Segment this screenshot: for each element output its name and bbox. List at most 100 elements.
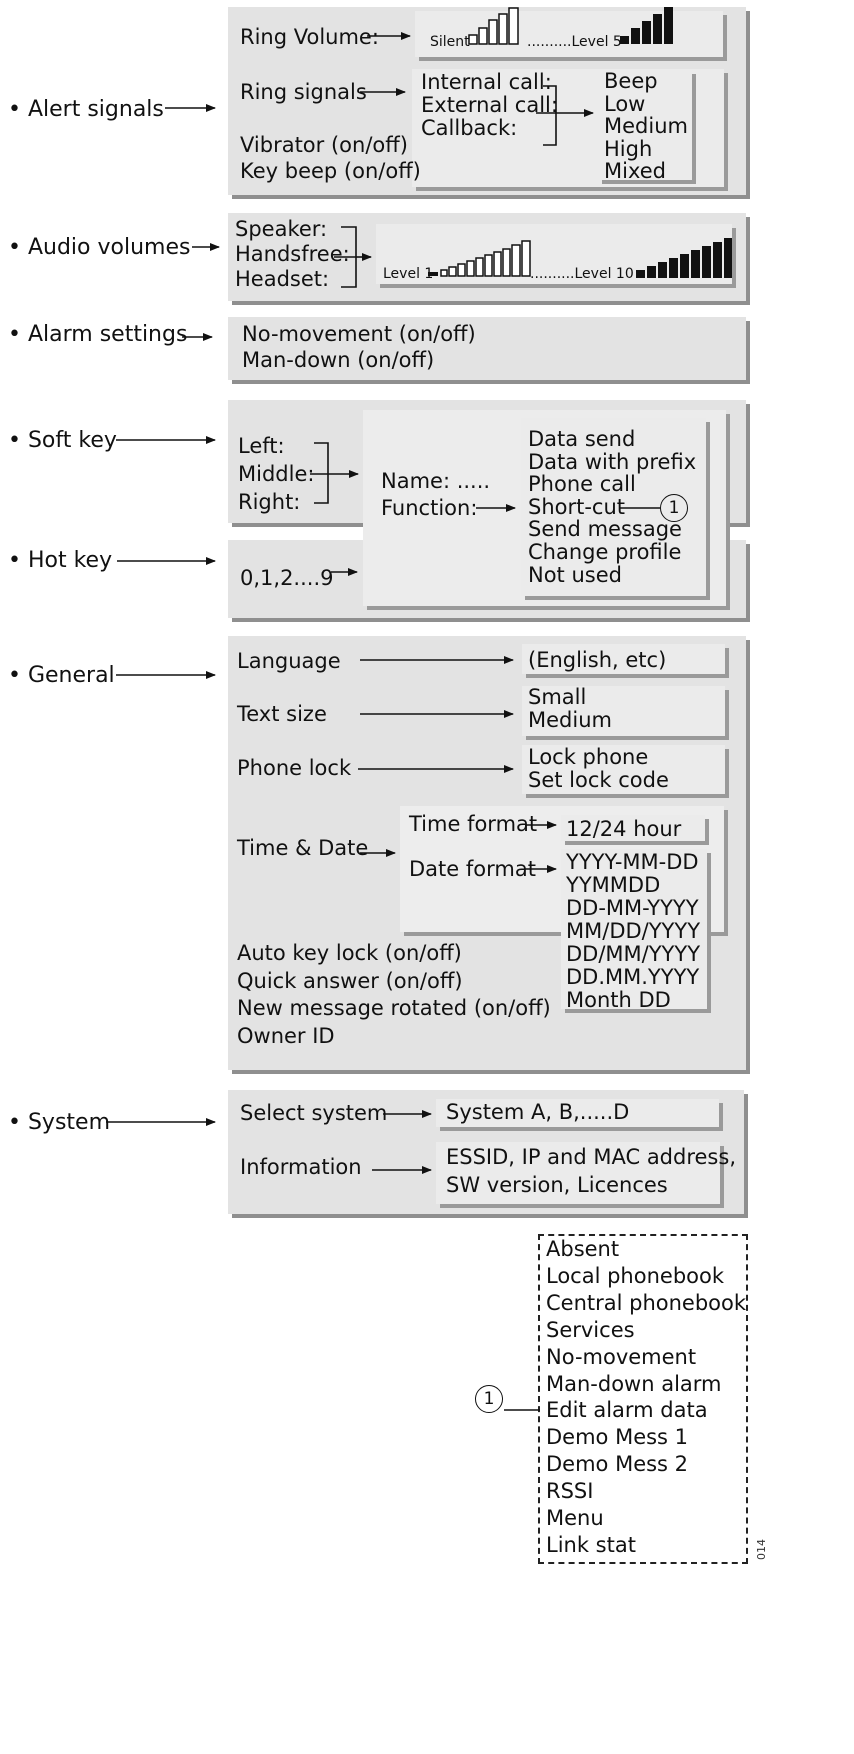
information-item: SW version, Licences (446, 1173, 668, 1197)
language-value-box (522, 644, 725, 674)
phone-lock-box (522, 745, 725, 794)
function-item: Send message (528, 517, 682, 542)
select-system-box (436, 1099, 719, 1127)
information-label: Information (240, 1155, 362, 1179)
call-type-item: Callback: (421, 116, 518, 140)
silent-label: Silent (430, 34, 470, 50)
category-soft-key: • Soft key (8, 428, 117, 453)
general-other-item: Quick answer (on/off) (237, 968, 463, 993)
tone-item: Medium (604, 114, 688, 138)
function-item: Phone call (528, 472, 636, 497)
function-item: Change profile (528, 539, 682, 564)
tones-list: Beep Low Medium High Mixed (604, 70, 688, 183)
shortcut-item: No-movement (546, 1344, 697, 1369)
language-label: Language (237, 649, 341, 673)
general-other-list: Auto key lock (on/off) Quick answer (on/… (237, 940, 551, 1050)
phone-lock-item: Set lock code (528, 768, 669, 792)
shortcut-list-box (538, 1234, 748, 1564)
softkey-position-item: Middle: (238, 462, 315, 486)
softkey-position-item: Left: (238, 434, 285, 458)
date-format-item: Month DD (566, 988, 671, 1012)
key-beep-label: Key beep (on/off) (240, 159, 421, 183)
phone-lock-list: Lock phone Set lock code (528, 746, 669, 792)
category-alert-signals: • Alert signals (8, 97, 164, 122)
call-type-item: External call: (421, 93, 558, 117)
information-list: ESSID, IP and MAC address, SW version, L… (446, 1143, 736, 1199)
shortcut-item: Menu (546, 1506, 604, 1531)
phone-lock-item: Lock phone (528, 745, 649, 769)
date-formats-list: YYYY-MM-DD YYMMDD DD-MM-YYYY MM/DD/YYYY … (566, 851, 700, 1012)
date-format-item: DD.MM.YYYY (566, 965, 700, 989)
shortcut-item: Central phonebook (546, 1290, 747, 1315)
vibrator-label: Vibrator (on/off) (240, 133, 408, 157)
category-audio-volumes: • Audio volumes (8, 235, 191, 260)
general-other-item: Auto key lock (on/off) (237, 941, 462, 965)
date-format-item: YYYY-MM-DD (566, 850, 699, 874)
audio-device-item: Handsfree: (235, 242, 350, 266)
date-format-item: YYMMDD (566, 873, 661, 897)
softkey-name-label: Name: ..... (381, 469, 491, 493)
general-other-item: New message rotated (on/off) (237, 996, 551, 1020)
softkey-position-item: Right: (238, 490, 301, 514)
shortcut-item: Demo Mess 1 (546, 1425, 689, 1450)
shortcut-item: Absent (546, 1237, 620, 1261)
shortcut-item: Man-down alarm (546, 1371, 722, 1396)
date-format-item: DD/MM/YYYY (566, 942, 701, 966)
call-type-item: Internal call: (421, 70, 552, 94)
tones-box (598, 70, 692, 180)
shortcut-item: Edit alarm data (546, 1398, 708, 1423)
shortcut-item: Link stat (546, 1532, 636, 1557)
softkey-positions-list: Left: Middle: Right: (238, 432, 314, 516)
audio-device-item: Headset: (235, 267, 330, 291)
language-value: (English, etc) (528, 648, 667, 672)
select-system-value: System A, B,.....D (446, 1100, 630, 1124)
date-formats-box (561, 849, 707, 1009)
shortcut-item: Local phonebook (546, 1263, 725, 1288)
time-format-box (561, 815, 705, 841)
text-size-item: Small (528, 685, 587, 709)
tone-item: Low (604, 91, 646, 116)
category-hot-key: • Hot key (8, 548, 113, 573)
general-other-item: Owner ID (237, 1023, 335, 1048)
information-box (436, 1142, 720, 1204)
select-system-label: Select system (240, 1101, 388, 1125)
functions-list: Data send Data with prefix Phone call Sh… (528, 428, 696, 586)
tone-item: Beep (604, 69, 658, 93)
audio-device-item: Speaker: (235, 217, 328, 241)
text-size-label: Text size (237, 702, 327, 726)
shortcut-item: Demo Mess 2 (546, 1452, 689, 1477)
function-item: Short-cut (528, 494, 626, 519)
function-item: Data with prefix (528, 449, 697, 474)
information-item: ESSID, IP and MAC address, (446, 1145, 736, 1169)
hotkey-keys-label: 0,1,2....9 (240, 566, 334, 590)
softkey-function-label: Function: (381, 496, 478, 520)
text-size-item: Medium (528, 708, 612, 732)
date-format-item: DD-MM-YYYY (566, 896, 699, 920)
shortcut-list: Absent Local phonebook Central phonebook… (546, 1236, 746, 1559)
ring-signals-label: Ring signals (240, 80, 367, 104)
level5-label: ..........Level 5 (527, 34, 622, 50)
level1-label: Level 1 (383, 266, 434, 282)
alarm-items-list: No-movement (on/off) Man-down (on/off) (242, 321, 476, 373)
shortcut-callout-marker: 1 (660, 494, 688, 522)
shortcut-list-callout-marker: 1 (475, 1385, 503, 1413)
date-format-item: MM/DD/YYYY (566, 919, 701, 943)
tone-item: Mixed (604, 159, 666, 183)
ring-volume-label: Ring Volume: (240, 25, 379, 49)
category-system: • System (8, 1110, 111, 1135)
audio-devices-list: Speaker: Handsfree: Headset: (235, 217, 350, 292)
shortcut-item: Services (546, 1317, 635, 1342)
alarm-item: Man-down (on/off) (242, 348, 435, 372)
text-size-box (522, 686, 725, 736)
level10-label: ..........Level 10 (530, 266, 634, 282)
tone-item: High (604, 136, 653, 161)
time-format-label: Time format (409, 812, 538, 836)
call-types-list: Internal call: External call: Callback: (421, 71, 558, 140)
shortcut-item: RSSI (546, 1479, 594, 1504)
date-format-label: Date format (409, 857, 536, 881)
time-date-label: Time & Date (237, 836, 369, 860)
category-alarm-settings: • Alarm settings (8, 322, 188, 347)
alarm-item: No-movement (on/off) (242, 322, 476, 346)
